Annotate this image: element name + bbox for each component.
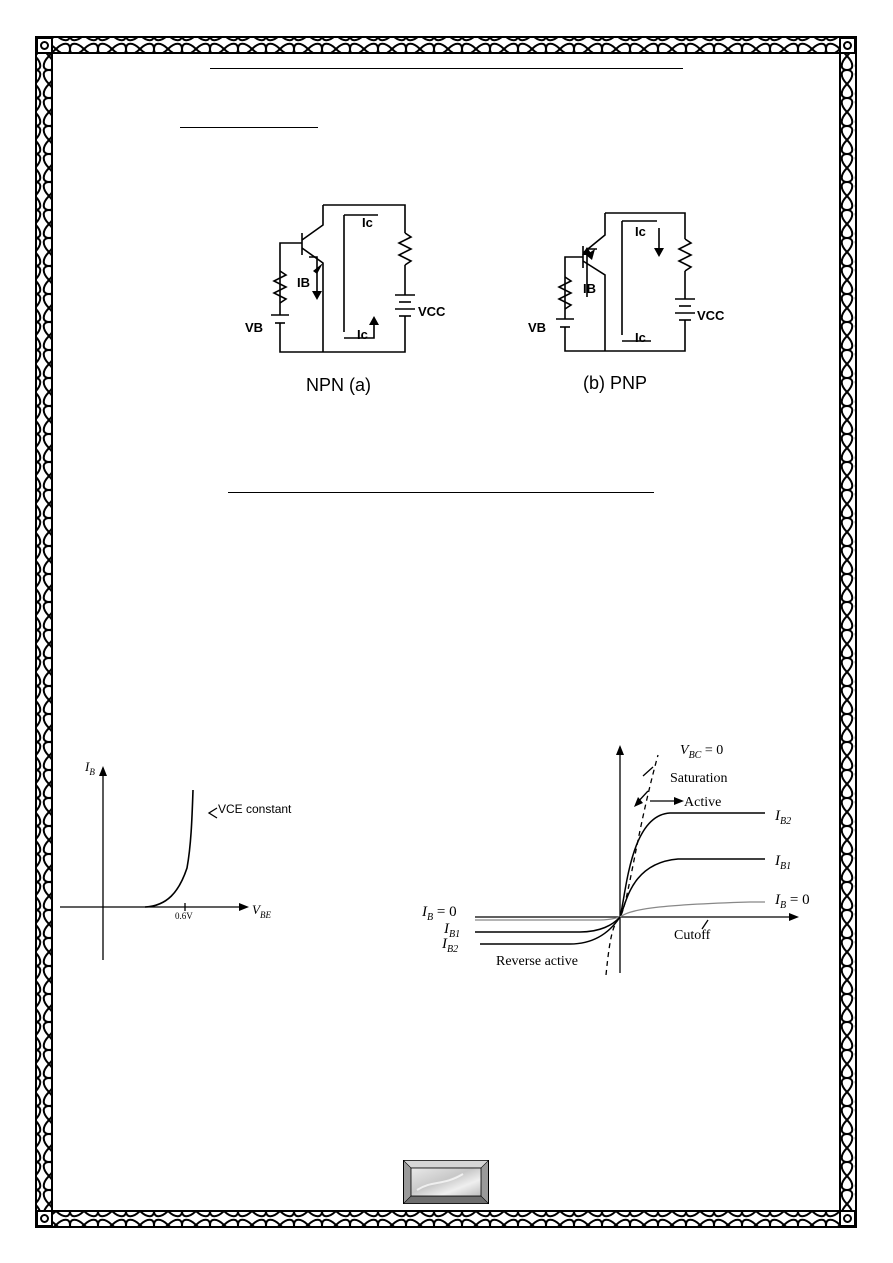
pnp-ic-bottom-label: Ic [635, 330, 646, 345]
pnp-ic-top-label: Ic [635, 224, 646, 239]
input-y-axis-label: IB [84, 759, 95, 777]
npn-vb-label: VB [245, 320, 263, 335]
npn-circuit-diagram: Ic Ic IB VB VCC NPN (a) [245, 204, 446, 395]
npn-ib-label: IB [297, 275, 310, 290]
vbc-zero-label: VBC = 0 [680, 743, 723, 761]
reverse-active-label: Reverse active [496, 954, 578, 969]
npn-caption: NPN (a) [306, 375, 371, 395]
pnp-caption: (b) PNP [583, 373, 647, 393]
heading-underline-top [210, 68, 683, 69]
npn-ic-top-label: Ic [362, 215, 373, 230]
output-characteristic-graph: VBC = 0 Saturation Active IB2 IB1 IB = 0… [421, 743, 810, 975]
pnp-vb-label: VB [528, 320, 546, 335]
input-x-axis-label: VBE [252, 902, 271, 920]
ib1-right-label: IB1 [774, 853, 791, 872]
npn-vcc-label: VCC [418, 304, 446, 319]
pnp-ib-label: IB [583, 281, 596, 296]
ib2-left-label: IB2 [441, 936, 458, 955]
pnp-vcc-label: VCC [697, 308, 725, 323]
vce-constant-label: VCE constant [218, 802, 292, 816]
cutoff-label: Cutoff [674, 928, 711, 943]
ib1-left-label: IB1 [443, 921, 460, 940]
page-number-badge [403, 1160, 489, 1204]
npn-ic-bottom-label: Ic [357, 327, 368, 342]
subheading-underline [180, 127, 318, 128]
input-characteristic-graph: IB VBE VCE constant 0.6V [60, 759, 292, 960]
active-label: Active [684, 795, 721, 810]
pnp-circuit-diagram: Ic Ic IB VB VCC (b) PNP [528, 212, 725, 393]
section-underline [228, 492, 654, 493]
ib0-left-label: IB = 0 [421, 904, 457, 923]
tick-label-0-6v: 0.6V [175, 911, 193, 921]
ib2-right-label: IB2 [774, 808, 791, 827]
saturation-label: Saturation [670, 771, 728, 786]
ib0-right-label: IB = 0 [774, 892, 810, 911]
